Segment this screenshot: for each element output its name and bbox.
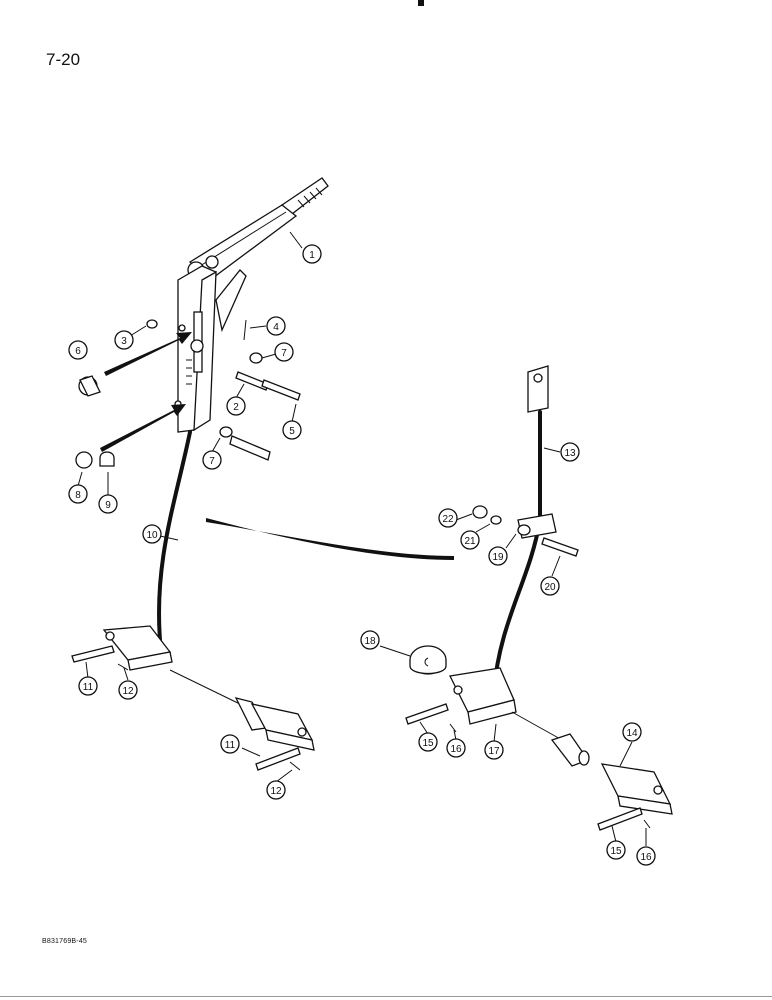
callout-5: 5 bbox=[282, 420, 302, 440]
washer-21 bbox=[490, 515, 502, 525]
callout-15-upper: 15 bbox=[418, 732, 438, 752]
yoke-right-upper bbox=[449, 667, 517, 725]
clamp-9 bbox=[99, 451, 115, 467]
nut-7-upper bbox=[249, 352, 263, 364]
pin-11-left bbox=[71, 645, 115, 663]
figure-code: B831769B-45 bbox=[42, 938, 88, 945]
svg-text:20: 20 bbox=[544, 582, 556, 593]
callout-11-lower: 11 bbox=[220, 734, 240, 754]
svg-text:7: 7 bbox=[209, 456, 215, 467]
washer-3 bbox=[146, 319, 158, 329]
svg-text:17: 17 bbox=[488, 746, 500, 757]
svg-text:12: 12 bbox=[270, 786, 282, 797]
svg-text:8: 8 bbox=[75, 490, 81, 501]
bolt-5-lower bbox=[229, 435, 271, 461]
svg-text:4: 4 bbox=[273, 322, 279, 333]
pin-15-upper bbox=[405, 703, 449, 725]
svg-text:10: 10 bbox=[146, 530, 158, 541]
svg-text:15: 15 bbox=[422, 738, 434, 749]
callout-1: 1 bbox=[302, 244, 322, 264]
svg-text:12: 12 bbox=[122, 686, 134, 697]
svg-text:6: 6 bbox=[75, 346, 81, 357]
callout-15-lower: 15 bbox=[606, 840, 626, 860]
callout-2: 2 bbox=[226, 396, 246, 416]
callout-14: 14 bbox=[622, 722, 642, 742]
callout-6: 6 bbox=[68, 340, 88, 360]
bushing-6 bbox=[78, 375, 101, 397]
callout-12-upper: 12 bbox=[118, 680, 138, 700]
callout-17: 17 bbox=[484, 740, 504, 760]
nut-7-lower bbox=[219, 426, 233, 438]
yoke-left-upper bbox=[102, 625, 173, 671]
callout-11-upper: 11 bbox=[78, 676, 98, 696]
cable-end-clevis bbox=[527, 365, 549, 413]
svg-text:21: 21 bbox=[464, 536, 476, 547]
arrow-bushing bbox=[104, 332, 192, 376]
callout-9: 9 bbox=[98, 494, 118, 514]
callout-16-upper: 16 bbox=[446, 738, 466, 758]
leader-lines bbox=[77, 231, 647, 846]
callout-19: 19 bbox=[488, 546, 508, 566]
yoke-right-lower bbox=[600, 763, 673, 815]
svg-text:1: 1 bbox=[309, 250, 315, 261]
svg-text:16: 16 bbox=[450, 744, 462, 755]
yoke-left-lower bbox=[250, 703, 315, 751]
bolt-5-upper bbox=[261, 379, 301, 401]
cotter-pin-4 bbox=[243, 319, 247, 341]
svg-text:2: 2 bbox=[233, 402, 239, 413]
arrow-clamp bbox=[100, 404, 186, 452]
callout-3: 3 bbox=[114, 330, 134, 350]
page-number: 7-20 bbox=[46, 50, 81, 69]
svg-text:19: 19 bbox=[492, 552, 504, 563]
pin-2 bbox=[235, 371, 269, 391]
svg-text:18: 18 bbox=[364, 636, 376, 647]
svg-text:15: 15 bbox=[610, 846, 622, 857]
svg-text:13: 13 bbox=[564, 448, 576, 459]
callout-20: 20 bbox=[540, 576, 560, 596]
svg-text:11: 11 bbox=[83, 682, 94, 693]
svg-text:5: 5 bbox=[289, 426, 295, 437]
bottom-rule bbox=[0, 996, 772, 997]
page-top-mark bbox=[418, 0, 424, 6]
callout-8: 8 bbox=[68, 484, 88, 504]
callout-4: 4 bbox=[266, 316, 286, 336]
cotter-pins-12 bbox=[117, 663, 301, 771]
callout-21: 21 bbox=[460, 530, 480, 550]
svg-text:22: 22 bbox=[442, 514, 454, 525]
svg-text:9: 9 bbox=[105, 500, 111, 511]
weight-18 bbox=[409, 645, 447, 675]
nut-22 bbox=[472, 505, 488, 519]
rod-left bbox=[169, 669, 268, 731]
cable-clamp-19 bbox=[517, 513, 557, 539]
pin-15-lower bbox=[597, 807, 643, 831]
svg-text:14: 14 bbox=[626, 728, 638, 739]
callout-7-lower: 7 bbox=[202, 450, 222, 470]
callout-7-upper: 7 bbox=[274, 342, 294, 362]
svg-text:7: 7 bbox=[281, 348, 287, 359]
svg-text:16: 16 bbox=[640, 852, 652, 863]
bushing-8 bbox=[75, 451, 93, 469]
callout-13: 13 bbox=[560, 442, 580, 462]
callout-22: 22 bbox=[438, 508, 458, 528]
callout-18: 18 bbox=[360, 630, 380, 650]
callout-16-lower: 16 bbox=[636, 846, 656, 866]
assembly-pointer-line bbox=[206, 518, 454, 560]
rod-right bbox=[511, 711, 590, 767]
cotter-pins-16 bbox=[449, 723, 651, 829]
hand-lever bbox=[187, 177, 329, 281]
pin-11-lower bbox=[255, 747, 301, 771]
bolt-20 bbox=[541, 537, 579, 557]
brake-cable-10 bbox=[157, 430, 192, 642]
svg-text:11: 11 bbox=[225, 740, 236, 751]
svg-text:3: 3 bbox=[121, 336, 127, 347]
callout-10: 10 bbox=[142, 524, 162, 544]
callout-12-lower: 12 bbox=[266, 780, 286, 800]
